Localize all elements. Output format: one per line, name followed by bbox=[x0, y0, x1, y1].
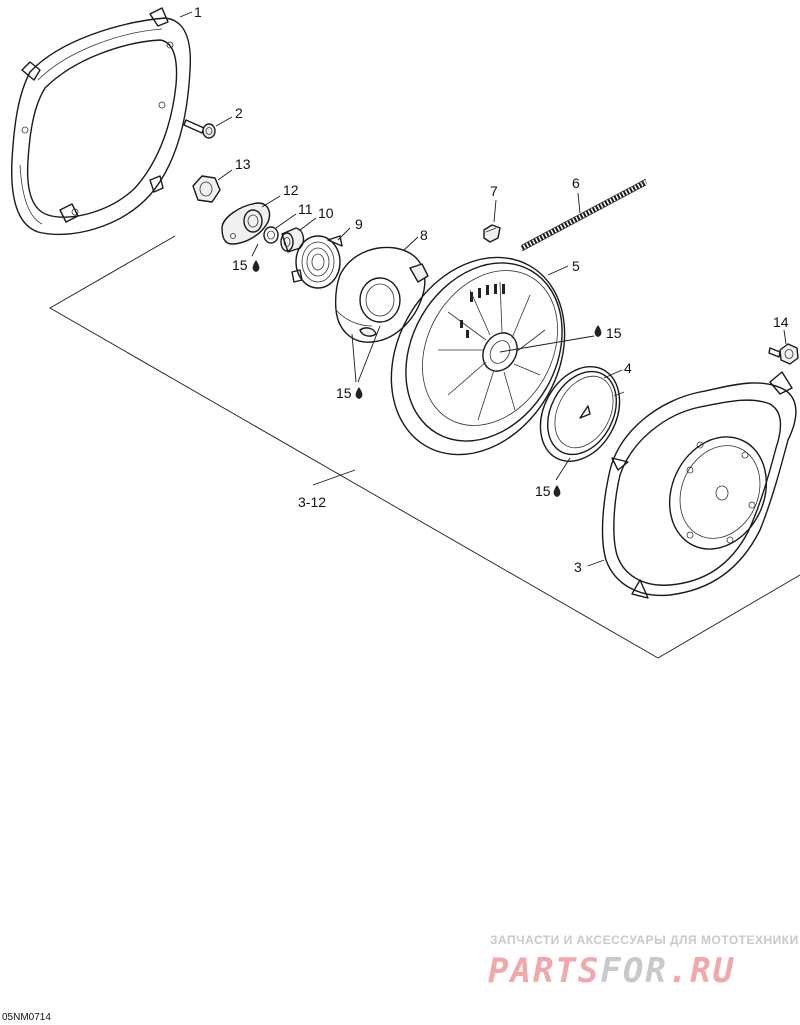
watermark-tagline: ЗАПЧАСТИ И АКСЕССУАРЫ ДЛЯ МОТОТЕХНИКИ bbox=[490, 933, 799, 947]
svg-text:15: 15 bbox=[336, 385, 352, 401]
assembly-outline bbox=[49, 235, 800, 659]
label-part-4: 4 bbox=[624, 360, 632, 376]
oil-drop-icon bbox=[252, 260, 260, 272]
diagram-code: 05NM0714 bbox=[2, 1012, 51, 1023]
label-part-6: 6 bbox=[572, 175, 580, 191]
part-10-bushing bbox=[280, 227, 305, 253]
label-part-13: 13 bbox=[235, 156, 251, 172]
label-part-8: 8 bbox=[420, 227, 428, 243]
oil-drop-icon bbox=[355, 387, 363, 399]
label-part-11: 11 bbox=[298, 201, 313, 217]
oil-drop-icon bbox=[553, 485, 561, 497]
label-part-14: 14 bbox=[773, 314, 789, 330]
watermark: ЗАПЧАСТИ И АКСЕССУАРЫ ДЛЯ МОТОТЕХНИКИ PA… bbox=[488, 933, 799, 991]
part-14-flange-bolt bbox=[768, 343, 799, 365]
svg-text:15: 15 bbox=[535, 483, 551, 499]
callout-15-d: 15 bbox=[535, 457, 571, 499]
callout-15-a: 15 bbox=[232, 243, 260, 273]
svg-text:15: 15 bbox=[606, 325, 622, 341]
label-assembly-3-12: 3-12 bbox=[298, 494, 326, 510]
label-part-5: 5 bbox=[572, 258, 580, 274]
part-1-mounting-ring bbox=[11, 7, 192, 236]
label-part-10: 10 bbox=[318, 205, 334, 221]
part-7-key bbox=[483, 224, 501, 243]
label-part-12: 12 bbox=[283, 182, 299, 198]
callout-15-c: 15 bbox=[499, 325, 622, 353]
part-8-pulley-plate bbox=[334, 246, 429, 343]
label-part-7: 7 bbox=[490, 183, 498, 199]
part-5-rope-pulley bbox=[390, 256, 566, 456]
label-part-1: 1 bbox=[194, 4, 202, 20]
part-13-nut bbox=[192, 175, 221, 203]
part-2-screw bbox=[183, 119, 216, 139]
part-4-recoil-spring bbox=[539, 366, 625, 462]
part-9-spring-cam bbox=[291, 235, 343, 289]
oil-drop-icon bbox=[594, 325, 602, 337]
label-part-3: 3 bbox=[574, 559, 582, 575]
svg-text:15: 15 bbox=[232, 257, 248, 273]
part-3-starter-housing bbox=[601, 371, 797, 599]
part-6-rope bbox=[520, 178, 648, 252]
part-11-washer bbox=[263, 226, 279, 244]
label-part-2: 2 bbox=[235, 105, 243, 121]
label-part-9: 9 bbox=[355, 216, 363, 232]
callout-15-b: 15 bbox=[336, 325, 381, 401]
watermark-logo: PARTSFOR.RU bbox=[488, 951, 735, 991]
part-12-flange-plate bbox=[221, 202, 271, 245]
